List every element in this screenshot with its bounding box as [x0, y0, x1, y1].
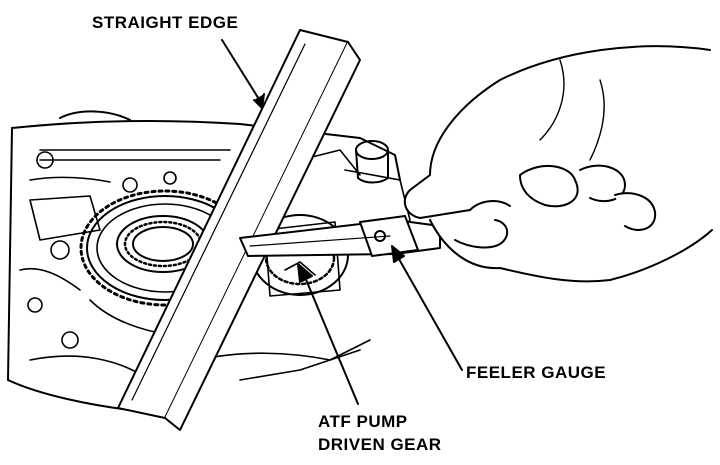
transmission-housing [7, 110, 401, 411]
leader-lines [221, 39, 463, 405]
atf-pump-arrowhead [297, 263, 313, 283]
atf-pump-leader [301, 269, 359, 405]
atf-pump-label-line2: DRIVEN GEAR [318, 435, 442, 454]
feeler-gauge-arrowhead [391, 245, 405, 263]
feeler-gauge-leader [394, 251, 463, 371]
straight-edge-label: STRAIGHT EDGE [92, 13, 239, 32]
hand [403, 45, 713, 283]
atf-pump-driven-gear-label: ATF PUMP DRIVEN GEAR [318, 410, 442, 456]
straight-edge-leader [221, 39, 263, 105]
straight-edge-arrowhead [253, 93, 265, 109]
atf-pump-label-line1: ATF PUMP [318, 412, 408, 431]
feeler-gauge-label: FEELER GAUGE [466, 363, 607, 382]
feeler-gauge [239, 215, 441, 257]
